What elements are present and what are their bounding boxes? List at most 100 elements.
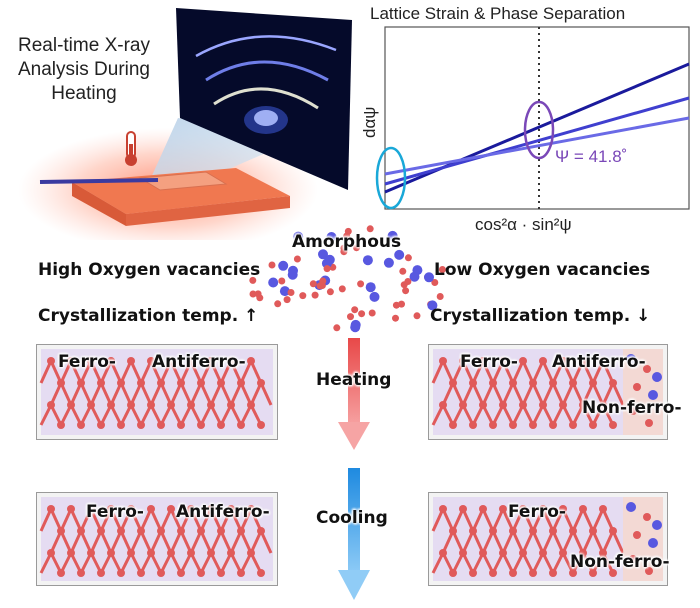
- bond: [601, 530, 615, 554]
- oxygen-atom: [137, 421, 145, 429]
- oxygen-atom: [237, 527, 245, 535]
- bond: [461, 360, 475, 384]
- oxygen-atom: [459, 505, 467, 513]
- bond: [591, 360, 605, 384]
- bond: [169, 382, 183, 406]
- oxygen-atom: [227, 357, 235, 365]
- oxygen-atom: [177, 569, 185, 577]
- bond: [491, 508, 505, 532]
- bond: [89, 360, 103, 384]
- oxygen-atom: [127, 357, 135, 365]
- bond: [571, 382, 585, 406]
- bond: [169, 530, 183, 554]
- bond: [199, 382, 213, 406]
- oxygen-atom: [569, 421, 577, 429]
- bond: [541, 530, 555, 554]
- oxygen-atom: [439, 401, 447, 409]
- oxygen-atom: [323, 265, 331, 273]
- bond: [209, 382, 223, 406]
- oxygen-atom: [47, 505, 55, 513]
- oxygen-atom: [539, 357, 547, 365]
- right-cooled-lattice: [431, 497, 663, 581]
- oxygen-atom: [137, 379, 145, 387]
- metal-atom: [412, 265, 423, 276]
- bond: [149, 382, 163, 406]
- oxygen-atom: [439, 505, 447, 513]
- oxygen-atom: [589, 569, 597, 577]
- oxygen-atom: [177, 379, 185, 387]
- bond: [109, 530, 123, 554]
- bond: [501, 530, 515, 554]
- oxygen-atom: [257, 379, 265, 387]
- oxygen-atom: [326, 288, 334, 296]
- oxygen-atom: [351, 306, 359, 314]
- oxygen-atom: [147, 401, 155, 409]
- right-cooled-crystal-panel: [428, 492, 668, 586]
- bond: [179, 508, 193, 532]
- bond: [229, 382, 243, 406]
- bond: [451, 360, 465, 384]
- bond: [601, 360, 615, 384]
- bond: [79, 530, 93, 554]
- bond: [229, 360, 243, 384]
- right-cooled-ferro-label: Ferro-: [508, 502, 566, 522]
- oxygen-atom: [579, 401, 587, 409]
- bond: [229, 530, 243, 554]
- oxygen-atom: [197, 527, 205, 535]
- left-heated-ferro-label: Ferro-: [58, 352, 116, 372]
- bond: [59, 382, 73, 406]
- bond: [169, 508, 183, 532]
- bond: [591, 530, 605, 554]
- oxygen-atom: [187, 401, 195, 409]
- bond: [461, 508, 475, 532]
- bond: [501, 360, 515, 384]
- oxygen-atom: [157, 569, 165, 577]
- oxygen-atom: [117, 379, 125, 387]
- bond: [581, 382, 595, 406]
- oxygen-atom: [589, 527, 597, 535]
- oxygen-atom: [283, 296, 291, 304]
- oxygen-atom: [167, 505, 175, 513]
- oxygen-atom: [311, 291, 319, 299]
- oxygen-atom: [489, 527, 497, 535]
- metal-atom: [362, 255, 373, 266]
- oxygen-atom: [469, 569, 477, 577]
- oxygen-atom: [459, 357, 467, 365]
- oxygen-atom: [207, 505, 215, 513]
- oxygen-atom: [137, 527, 145, 535]
- bond: [551, 508, 565, 532]
- bond: [209, 360, 223, 384]
- metal-atom: [394, 249, 405, 260]
- oxygen-atom: [539, 549, 547, 557]
- strain-plot: Ψ = 41.8˚ dαψ cos²α · sin²ψ: [360, 26, 690, 234]
- left-cooled-antiferro-label: Antiferro-: [176, 502, 270, 522]
- metal-atom: [626, 502, 636, 512]
- oxygen-atom: [107, 401, 115, 409]
- oxygen-atom: [338, 285, 346, 293]
- metal-atom: [318, 249, 328, 260]
- oxygen-atom: [47, 357, 55, 365]
- oxygen-atom: [599, 357, 607, 365]
- psi-annotation: Ψ = 41.8˚: [555, 147, 627, 166]
- oxygen-atom: [529, 379, 537, 387]
- bond: [219, 382, 233, 406]
- plot-title: Lattice Strain & Phase Separation: [370, 4, 626, 23]
- oxygen-atom: [97, 527, 105, 535]
- bond: [601, 508, 615, 532]
- setup-caption: Real-time X-ray Analysis During Heating: [4, 34, 164, 106]
- oxygen-atom: [459, 401, 467, 409]
- oxygen-atom: [479, 549, 487, 557]
- oxygen-atom: [439, 357, 447, 365]
- bond: [471, 530, 485, 554]
- bond: [259, 530, 273, 554]
- oxygen-atom: [257, 527, 265, 535]
- bond: [491, 530, 505, 554]
- bond: [99, 530, 113, 554]
- oxygen-atom: [519, 357, 527, 365]
- oxygen-atom: [237, 421, 245, 429]
- bond: [441, 530, 455, 554]
- metal-atom: [369, 291, 380, 302]
- right-cooled-nonferro-label: Non-ferro-: [570, 552, 670, 572]
- bond: [39, 508, 53, 532]
- oxygen-atom: [469, 421, 477, 429]
